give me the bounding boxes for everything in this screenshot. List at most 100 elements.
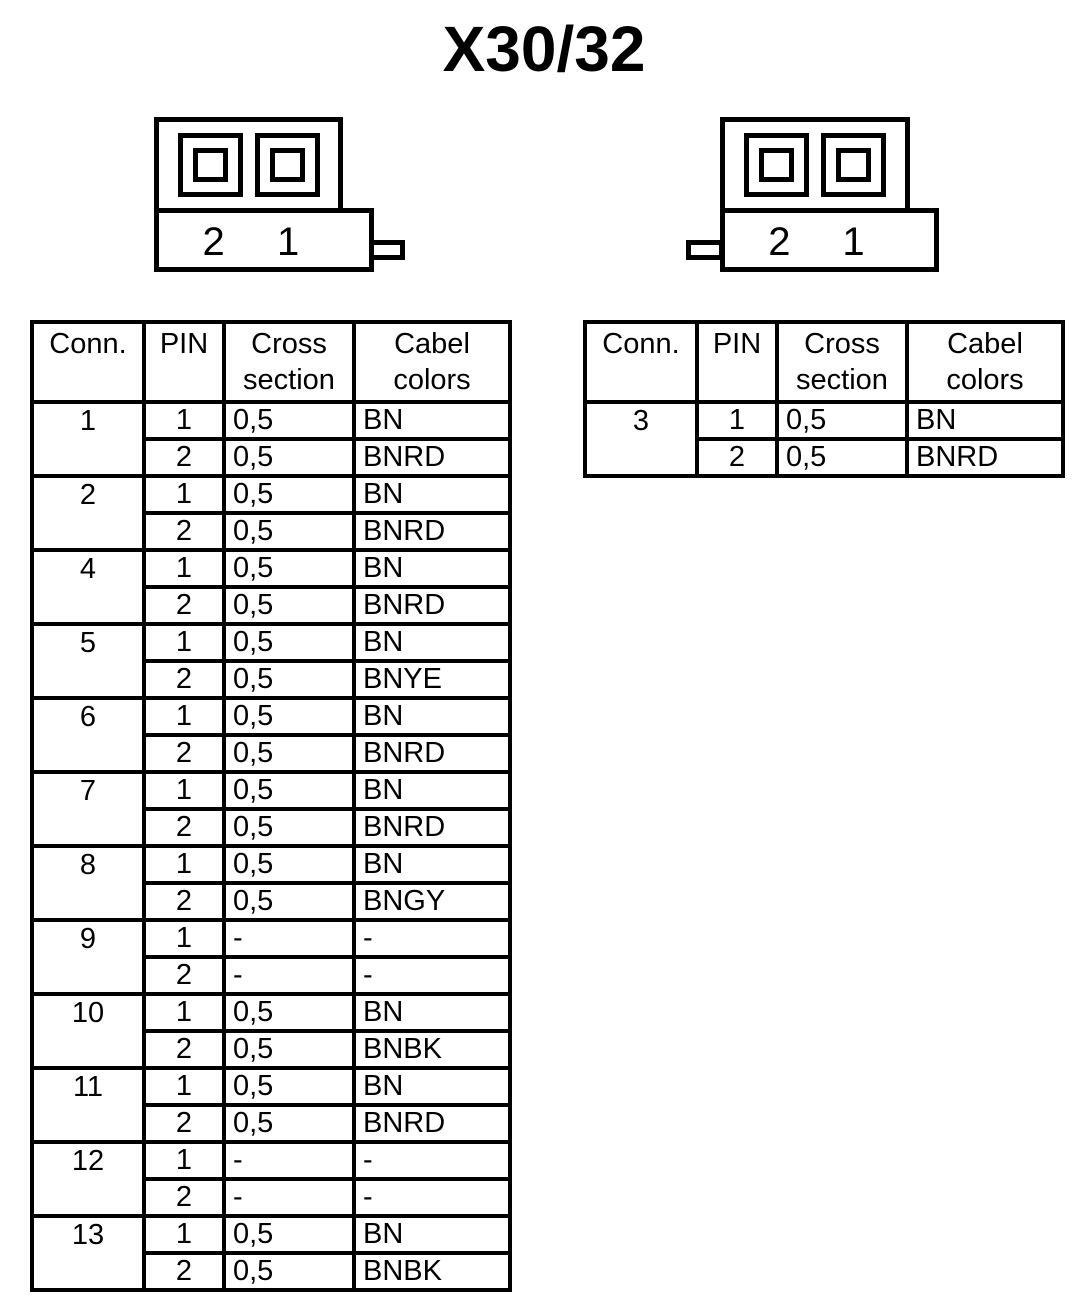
locking-tab [369, 240, 405, 260]
cabel-color-cell: BN [352, 1214, 512, 1255]
cross-section-cell: 0,5 [222, 1029, 356, 1070]
cabel-color-cell: BNRD [352, 807, 512, 848]
conn-cell: 12 [30, 1140, 146, 1218]
cabel-color-cell: - [352, 955, 512, 996]
conn-cell: 3 [583, 400, 699, 478]
cross-section-cell: - [222, 955, 356, 996]
cross-section-cell: 0,5 [222, 992, 356, 1033]
cabel-color-cell: BNRD [905, 437, 1065, 478]
pin-terminal-2 [759, 148, 794, 182]
cross-section-cell: - [222, 918, 356, 959]
cabel-color-cell: BNRD [352, 511, 512, 552]
pin-cell: 2 [142, 1177, 226, 1218]
pin-cell: 2 [142, 659, 226, 700]
pin-cell: 1 [142, 696, 226, 737]
conn-cell: 8 [30, 844, 146, 922]
pin-cell: 2 [142, 511, 226, 552]
pin-cell: 1 [695, 400, 779, 441]
pin-cell: 2 [142, 585, 226, 626]
cabel-color-cell: BN [352, 622, 512, 663]
table-row: 2-- [32, 955, 512, 996]
pin-cell: 2 [142, 955, 226, 996]
cabel-color-cell: BNYE [352, 659, 512, 700]
connector-housing [154, 117, 343, 213]
header-cross-section: Cross section [775, 320, 909, 404]
cabel-color-cell: BN [905, 400, 1065, 441]
cabel-color-cell: BNRD [352, 1103, 512, 1144]
pin-cavity-2 [744, 133, 809, 197]
cross-section-cell: 0,5 [222, 696, 356, 737]
header-row: Conn. PIN Cross section Cabel colors [30, 320, 512, 404]
pin-cell: 1 [142, 918, 226, 959]
pin-cell: 1 [142, 622, 226, 663]
cross-section-cell: 0,5 [222, 622, 356, 663]
cross-section-cell: 0,5 [222, 585, 356, 626]
pin-cell: 2 [142, 437, 226, 478]
cross-section-cell: 0,5 [775, 400, 909, 441]
header-cross-section: Cross section [222, 320, 356, 404]
conn-cell: 13 [30, 1214, 146, 1292]
pin-cell: 1 [142, 400, 226, 441]
pin-cell: 2 [142, 881, 226, 922]
pin-number-label-2: 2 [202, 220, 225, 265]
cabel-color-cell: BN [352, 992, 512, 1033]
header-pin: PIN [695, 320, 779, 404]
connector-base: 2 1 [720, 208, 939, 272]
header-conn: Conn. [30, 320, 146, 404]
cross-section-cell: 0,5 [222, 1251, 356, 1292]
pin-number-label-1: 1 [842, 220, 865, 265]
header-cabel-colors: Cabel colors [352, 320, 512, 404]
cross-section-cell: 0,5 [222, 733, 356, 774]
cabel-color-cell: BNRD [352, 437, 512, 478]
cross-section-cell: 0,5 [775, 437, 909, 478]
page-title: X30/32 [442, 13, 646, 85]
pin-cavity-2 [178, 133, 243, 197]
pin-terminal-1 [270, 148, 305, 182]
pin-cell: 1 [142, 1214, 226, 1255]
header-cabel-colors: Cabel colors [905, 320, 1065, 404]
header-pin: PIN [142, 320, 226, 404]
cabel-color-cell: BN [352, 770, 512, 811]
cabel-color-cell: BN [352, 696, 512, 737]
cabel-color-cell: BNBK [352, 1251, 512, 1292]
pin-cavity-1 [255, 133, 320, 197]
pin-cell: 1 [142, 844, 226, 885]
cabel-color-cell: BNBK [352, 1029, 512, 1070]
pin-cell: 1 [142, 474, 226, 515]
cabel-color-cell: BNGY [352, 881, 512, 922]
cross-section-cell: 0,5 [222, 770, 356, 811]
conn-cell: 10 [30, 992, 146, 1070]
conn-cell: 5 [30, 622, 146, 700]
pin-cell: 1 [142, 992, 226, 1033]
cabel-color-cell: BNRD [352, 585, 512, 626]
pin-cell: 2 [142, 733, 226, 774]
cross-section-cell: 0,5 [222, 1103, 356, 1144]
pin-number-label-2: 2 [768, 220, 791, 265]
cross-section-cell: 0,5 [222, 400, 356, 441]
cross-section-cell: 0,5 [222, 474, 356, 515]
cabel-color-cell: BN [352, 1066, 512, 1107]
connector-base: 2 1 [154, 208, 374, 272]
cross-section-cell: 0,5 [222, 548, 356, 589]
conn-cell: 6 [30, 696, 146, 774]
